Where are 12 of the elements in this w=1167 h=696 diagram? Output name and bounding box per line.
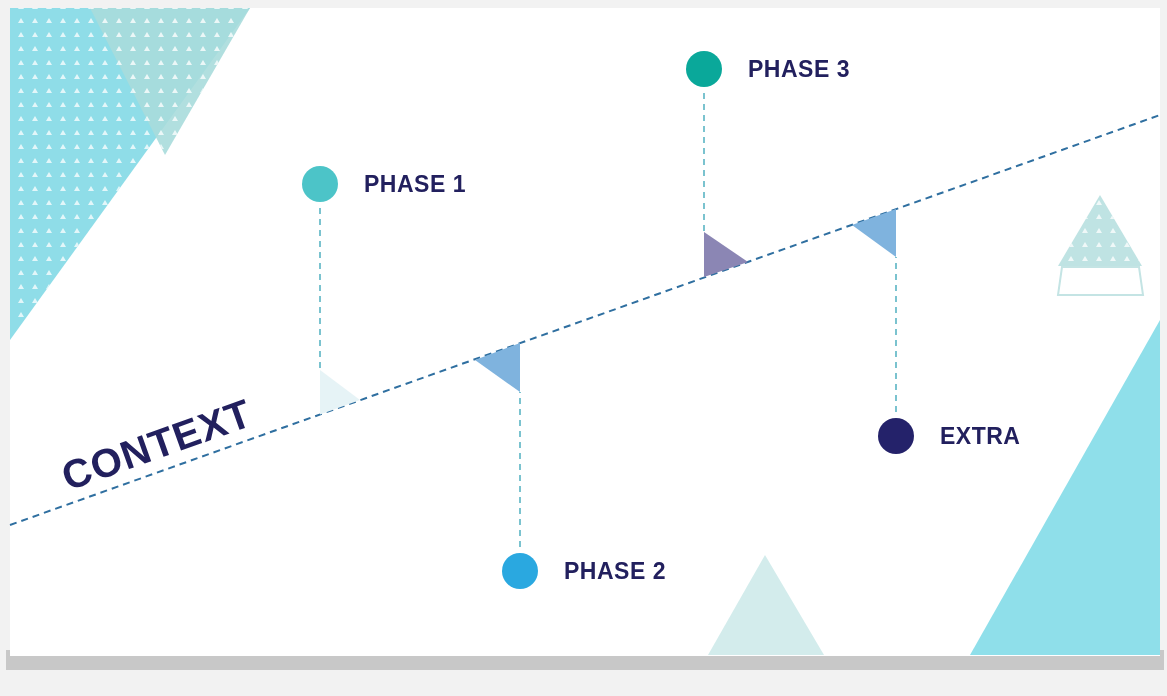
leader-line bbox=[319, 207, 321, 371]
flag-marker bbox=[704, 232, 748, 277]
phase-label: PHASE 1 bbox=[364, 170, 466, 198]
flag-marker bbox=[475, 343, 520, 392]
leader-line bbox=[703, 92, 705, 233]
flag-marker bbox=[852, 209, 896, 257]
leader-line bbox=[519, 391, 521, 548]
phase-label: PHASE 2 bbox=[564, 557, 666, 585]
phase-label: EXTRA bbox=[940, 422, 1021, 450]
leader-line bbox=[895, 256, 897, 413]
phase-label: PHASE 3 bbox=[748, 55, 850, 83]
flag-marker bbox=[320, 370, 362, 415]
